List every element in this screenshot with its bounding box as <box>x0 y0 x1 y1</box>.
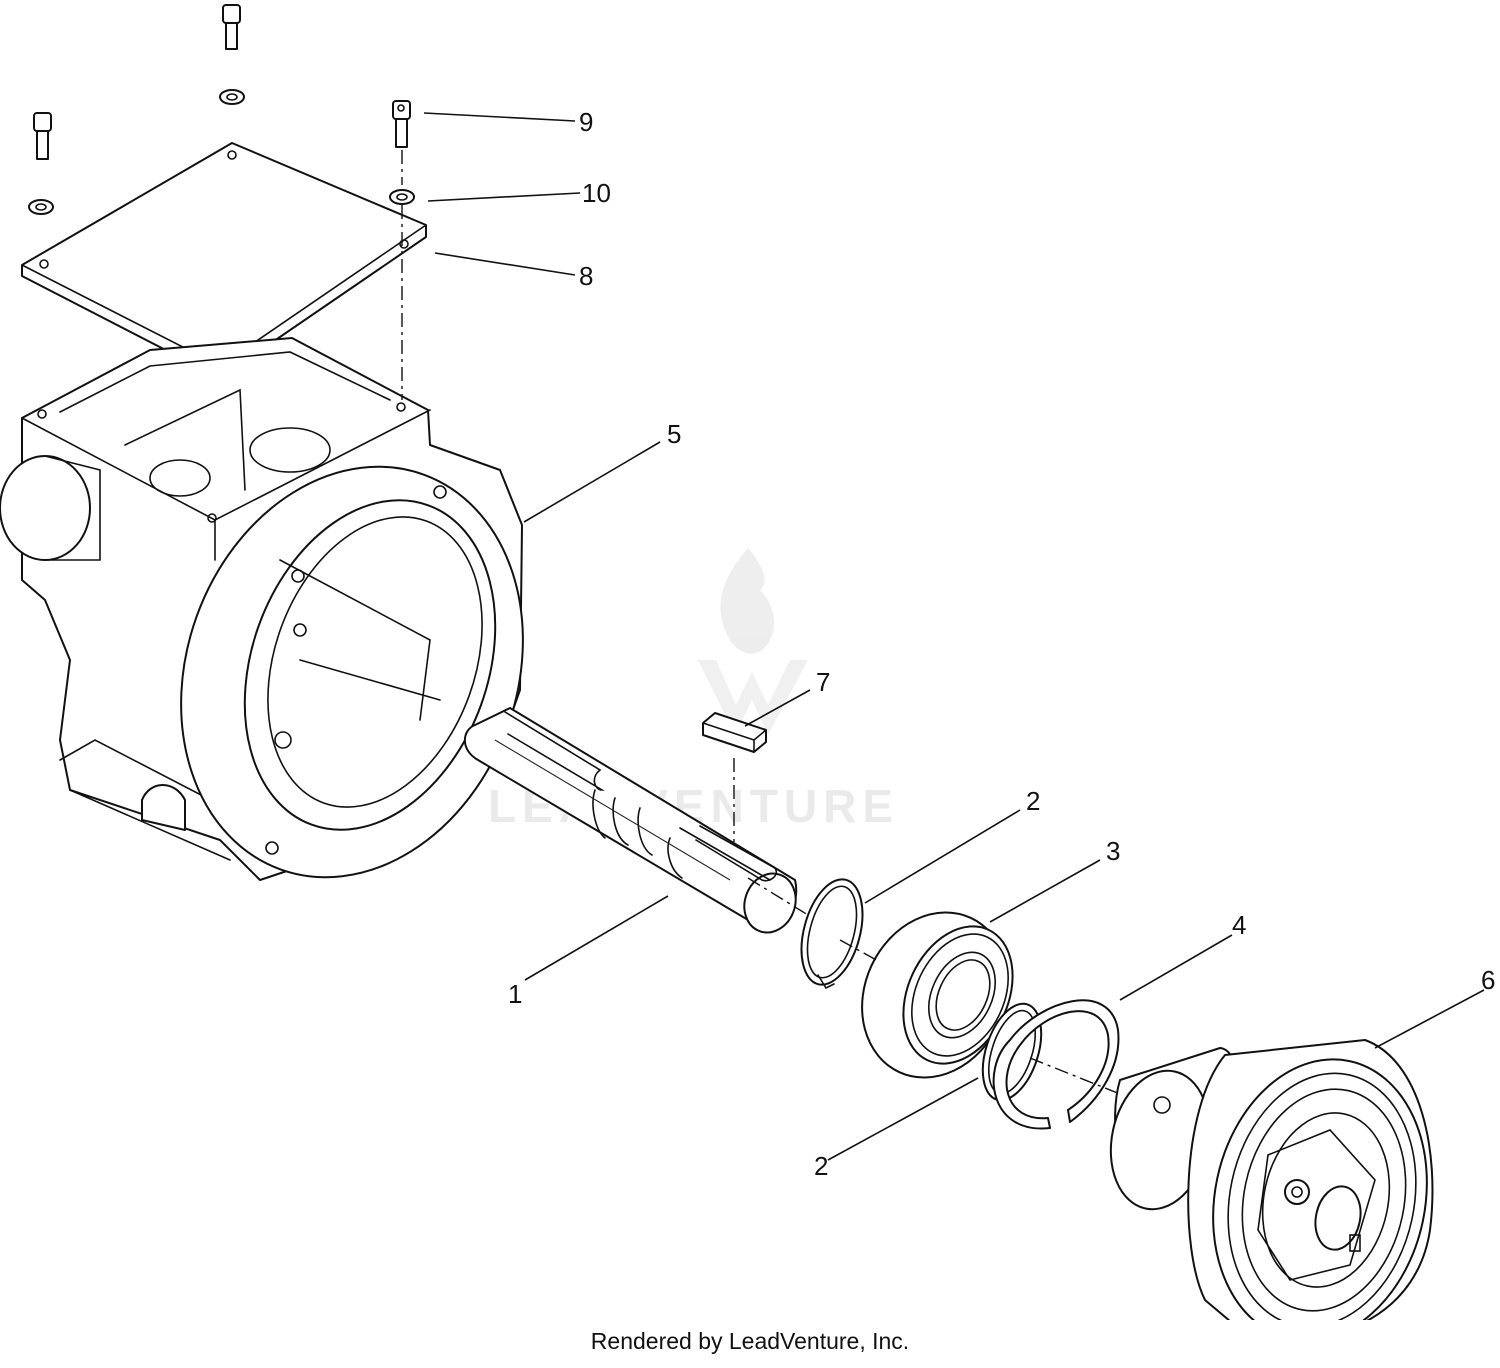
callout-label: 2 <box>1026 786 1040 816</box>
callout-label: 5 <box>667 419 681 449</box>
electric-clutch <box>1109 1039 1434 1320</box>
bolt-top <box>222 4 241 50</box>
bearing <box>861 911 1014 1079</box>
callout-label: 9 <box>579 107 593 137</box>
centerlines <box>401 150 1181 1119</box>
bolt-right <box>392 100 411 148</box>
key <box>702 712 767 753</box>
retaining-ring <box>992 999 1120 1130</box>
callout-label: 1 <box>508 979 522 1009</box>
leader-lines <box>423 112 1485 1161</box>
gearbox-housing <box>0 337 524 881</box>
drive-shaft <box>463 707 798 934</box>
snap-ring-upper <box>800 878 864 990</box>
callout-label: 7 <box>816 667 830 697</box>
bolt-left <box>33 112 52 160</box>
callout-label: 10 <box>582 178 611 208</box>
callout-label: 6 <box>1481 965 1495 995</box>
exploded-view-drawing: LEADVENTURE <box>0 4 1495 1320</box>
callout-label: 2 <box>814 1151 828 1181</box>
render-credit: Rendered by LeadVenture, Inc. <box>590 1328 910 1354</box>
callout-labels: 9 10 8 5 7 2 3 4 6 1 2 <box>508 107 1495 1181</box>
callout-label: 3 <box>1106 836 1120 866</box>
callout-label: 8 <box>579 261 593 291</box>
callout-label: 4 <box>1232 910 1246 940</box>
